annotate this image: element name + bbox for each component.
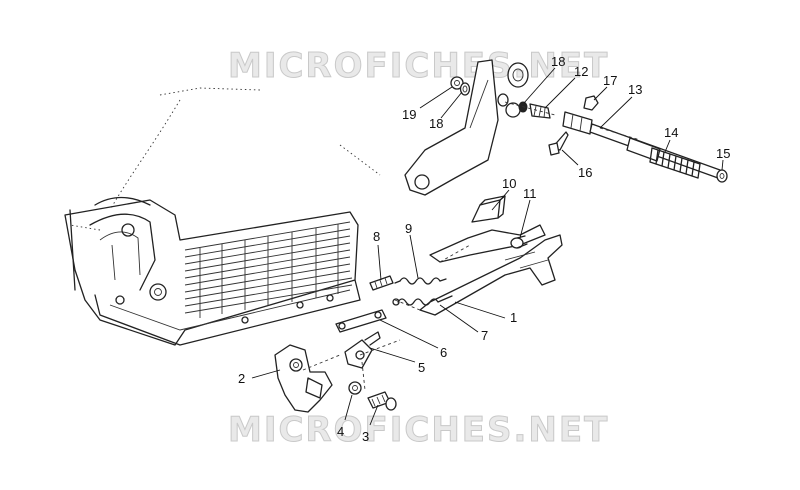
- mounting-bracket-2: [274, 344, 333, 413]
- watermark-top: MICROFICHES.NET: [228, 46, 609, 86]
- callout-2: 2: [238, 371, 245, 386]
- callout-1: 1: [510, 310, 517, 325]
- callout-6: 6: [440, 345, 447, 360]
- side-stand-1: [419, 224, 563, 316]
- washer-18-left: [459, 82, 471, 96]
- callout-17: 17: [603, 73, 617, 88]
- callout-10: 10: [502, 176, 516, 191]
- spring-7: [392, 295, 453, 306]
- callout-8: 8: [373, 229, 380, 244]
- spring-9: [394, 277, 447, 285]
- callout-3: 3: [362, 429, 369, 444]
- pivot-bolt-11: [510, 235, 528, 249]
- cam-5: [344, 331, 381, 369]
- callout-16: 16: [578, 165, 592, 180]
- bolt-3: [367, 391, 397, 411]
- callout-19: 19: [402, 107, 416, 122]
- callout-9: 9: [405, 221, 412, 236]
- callout-11: 11: [523, 186, 537, 201]
- washer-4: [348, 381, 362, 395]
- gear-linkage-assembly: [497, 93, 728, 183]
- nut-19: [450, 76, 464, 90]
- engine-crankcase: [64, 87, 381, 346]
- callout-12: 12: [574, 64, 588, 79]
- callout-18-left: 18: [429, 116, 443, 131]
- callout-7: 7: [481, 328, 488, 343]
- callout-labels: 1 2 3 4 5 6 7 8 9 10 11 12 13 14 15 16 1…: [238, 54, 730, 444]
- plate-6: [335, 309, 387, 333]
- callout-13: 13: [628, 82, 642, 97]
- callout-14: 14: [664, 125, 678, 140]
- spring-8: [369, 275, 394, 291]
- washer-large: [507, 62, 529, 88]
- callout-5: 5: [418, 360, 425, 375]
- callout-15: 15: [716, 146, 730, 161]
- callout-4: 4: [337, 424, 344, 439]
- frame-bracket: [404, 59, 499, 196]
- callout-18-right: 18: [551, 54, 565, 69]
- leader-lines: [251, 67, 724, 426]
- watermark-bottom: MICROFICHES.NET: [228, 410, 609, 450]
